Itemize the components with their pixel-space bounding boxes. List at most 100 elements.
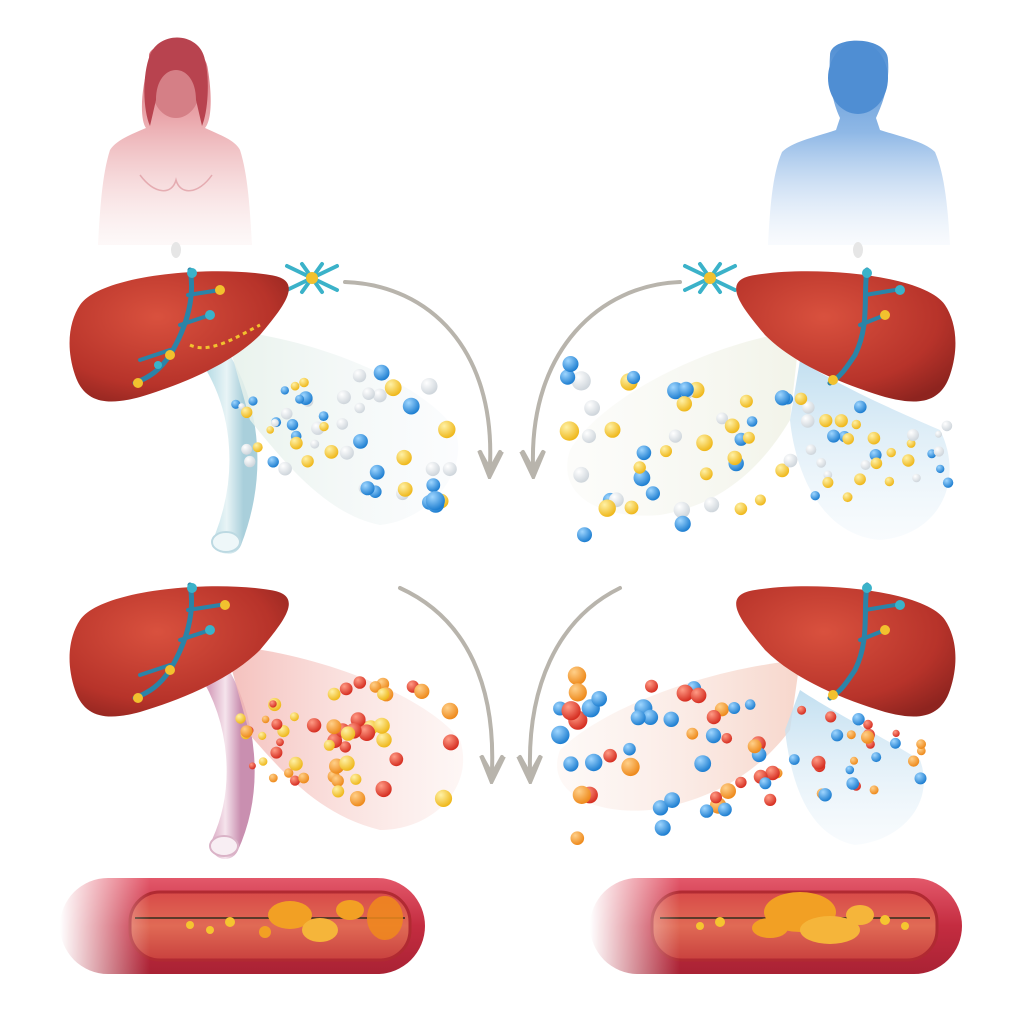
particle — [414, 683, 430, 700]
particle — [350, 773, 362, 785]
particle — [339, 741, 351, 753]
particle — [728, 702, 741, 714]
molecule-icon — [285, 262, 339, 294]
particle — [349, 791, 366, 807]
particle — [831, 729, 844, 742]
particle — [802, 401, 815, 414]
particle — [775, 463, 790, 478]
particle — [861, 730, 875, 744]
particle — [397, 482, 413, 497]
particle — [331, 774, 344, 788]
female-upper-stream — [196, 330, 459, 554]
particle — [822, 477, 834, 488]
particle — [240, 725, 253, 738]
particle — [676, 396, 692, 412]
particle — [425, 491, 445, 511]
particle — [668, 429, 683, 443]
particle — [811, 755, 826, 770]
particle — [816, 457, 827, 468]
particle — [376, 732, 392, 748]
particle — [842, 433, 854, 445]
particle — [559, 421, 580, 441]
female-silhouette-icon — [98, 37, 252, 258]
particle — [916, 739, 926, 750]
bile-duct-tube — [196, 651, 255, 859]
particle — [271, 718, 283, 730]
arrow-heads — [478, 450, 545, 777]
particle — [846, 777, 859, 790]
particle — [567, 666, 587, 685]
particle — [425, 461, 440, 477]
bile-duct-tube — [196, 336, 258, 554]
male-silhouette-icon — [768, 40, 950, 258]
particle — [871, 752, 882, 763]
particle — [269, 700, 277, 708]
particle — [673, 501, 690, 519]
particle — [860, 460, 871, 470]
particle — [852, 713, 865, 726]
particle — [353, 676, 367, 689]
particle — [289, 436, 303, 450]
particle-group — [559, 356, 954, 543]
particle — [336, 418, 349, 430]
particle — [295, 394, 305, 404]
particle — [252, 442, 263, 453]
particle — [664, 792, 680, 808]
particle — [442, 462, 457, 477]
particle — [663, 711, 679, 727]
particle — [621, 757, 640, 777]
particle — [724, 418, 740, 434]
particle — [562, 356, 579, 372]
particle — [319, 421, 329, 432]
particle — [241, 443, 253, 455]
particle — [353, 434, 368, 449]
particle — [577, 527, 592, 543]
particle — [727, 450, 742, 466]
particle — [571, 371, 591, 391]
curved-arrow-icon — [398, 586, 492, 770]
particle — [902, 454, 915, 467]
particle — [933, 446, 945, 457]
particle — [284, 768, 294, 778]
particle — [797, 705, 807, 715]
particle — [623, 742, 636, 756]
particle — [645, 486, 661, 501]
particle — [270, 746, 283, 759]
particle — [854, 473, 866, 486]
particle — [248, 396, 258, 406]
particle — [426, 478, 441, 492]
particle — [271, 419, 279, 427]
particle — [244, 455, 256, 468]
particle — [441, 702, 459, 720]
curved-arrows — [343, 280, 682, 770]
particle — [851, 419, 861, 430]
particle — [854, 400, 867, 414]
particle — [794, 392, 808, 405]
particle — [746, 416, 758, 427]
particle — [289, 712, 299, 722]
particle — [624, 500, 639, 515]
particle — [323, 739, 335, 751]
particle — [369, 681, 382, 693]
particle — [306, 718, 322, 733]
particle — [906, 439, 916, 448]
particle — [652, 800, 669, 816]
plaque-icon — [696, 892, 909, 944]
particle-group — [231, 364, 457, 513]
particle — [290, 381, 300, 391]
particle — [585, 753, 603, 772]
particle — [568, 683, 587, 702]
particle — [842, 492, 853, 503]
particle — [886, 447, 896, 458]
particle — [299, 377, 309, 388]
particle — [935, 430, 942, 438]
particle — [699, 804, 714, 818]
particle — [884, 476, 895, 487]
particle — [231, 399, 241, 409]
particle — [907, 429, 919, 441]
liver-icon — [69, 267, 289, 402]
particle — [805, 444, 817, 456]
particle — [340, 726, 356, 741]
particle — [280, 386, 289, 395]
